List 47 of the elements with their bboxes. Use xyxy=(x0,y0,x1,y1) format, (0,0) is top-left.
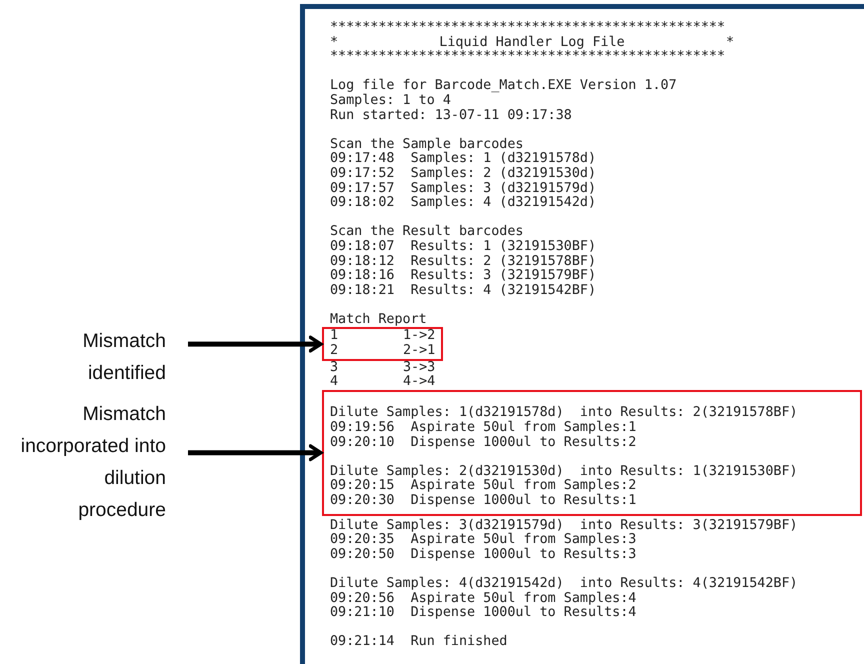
match-cell-text: 3 xyxy=(330,360,340,375)
log-line: 09:17:57 Samples: 3 (d32191579d) xyxy=(330,182,596,196)
arrow xyxy=(188,444,323,462)
log-line: 09:20:15 Aspirate 50ul from Samples:2 xyxy=(330,479,636,494)
log-line: 09:18:07 Results: 1 (32191530BF) xyxy=(330,240,596,254)
log-line: Scan the Result barcodes xyxy=(330,225,524,240)
log-line: 09:20:50 Dispense 1000ul to Results:3 xyxy=(330,548,636,562)
match-cell: 2->1 xyxy=(403,344,436,359)
asterisk-border-line: ************************************************* xyxy=(330,21,726,36)
log-file-panel xyxy=(300,4,864,664)
log-line: 09:19:56 Aspirate 50ul from Samples:1 xyxy=(330,421,636,436)
match-cell-text: 2 xyxy=(330,344,340,359)
log-line: 09:20:10 Dispense 1000ul to Results:2 xyxy=(330,436,636,450)
match-cell-text: 1->2 xyxy=(403,329,436,344)
match-cell-text: 1 xyxy=(330,329,340,344)
log-line: 09:20:35 Aspirate 50ul from Samples:3 xyxy=(330,533,636,548)
match-cell: 4->4 xyxy=(403,375,436,390)
log-line: Dilute Samples: 2(d32191530d) into Results: 1(32191530BF) xyxy=(330,464,798,479)
log-line: 09:21:10 Dispense 1000ul to Results:4 xyxy=(330,606,636,621)
log-line: 09:18:21 Results: 4 (32191542BF) xyxy=(330,284,596,298)
log-line: 09:18:02 Samples: 4 (d32191542d) xyxy=(330,196,596,211)
log-line: 09:17:52 Samples: 2 (d32191530d) xyxy=(330,166,596,182)
arrow xyxy=(188,336,323,353)
log-line: Run started: 13-07-11 09:17:38 xyxy=(330,108,572,124)
log-line: 09:20:56 Aspirate 50ul from Samples:4 xyxy=(330,592,636,606)
log-line: Match Report xyxy=(330,312,427,328)
asterisk: * xyxy=(726,36,734,50)
match-cell-text: 3->3 xyxy=(403,360,436,375)
log-line: Dilute Samples: 3(d32191579d) into Results: 3(32191579BF) xyxy=(330,518,798,533)
log-line: 09:20:30 Dispense 1000ul to Results:1 xyxy=(330,494,636,509)
log-line: Dilute Samples: 4(d32191542d) into Results: 4(32191542BF) xyxy=(330,576,798,592)
log-line: Log file for Barcode_Match.EXE Version 1.07 xyxy=(330,79,677,94)
log-line: Samples: 1 to 4 xyxy=(330,94,451,108)
highlight-box xyxy=(322,390,862,516)
log-line: 09:17:48 Samples: 1 (d32191578d) xyxy=(330,152,596,166)
log-line: 09:21:14 Run finished xyxy=(330,635,508,650)
highlight-box xyxy=(322,327,444,361)
asterisk: * xyxy=(330,36,338,50)
log-line: Dilute Samples: 1(d32191578d) into Results: 2(32191578BF) xyxy=(330,406,798,420)
asterisk-border-line: ************************************************* xyxy=(330,50,726,65)
match-cell-text: 4 xyxy=(330,375,340,390)
log-title: Liquid Handler Log File xyxy=(439,36,625,50)
log-line: 09:18:16 Results: 3 (32191579BF) xyxy=(330,269,596,284)
log-line: 09:18:12 Results: 2 (32191578BF) xyxy=(330,254,596,268)
annotation-text: Mismatch incorporated into dilution procedure xyxy=(20,403,166,521)
log-line: Scan the Sample barcodes xyxy=(330,138,524,152)
annotation-text: Mismatch identified xyxy=(82,330,166,384)
